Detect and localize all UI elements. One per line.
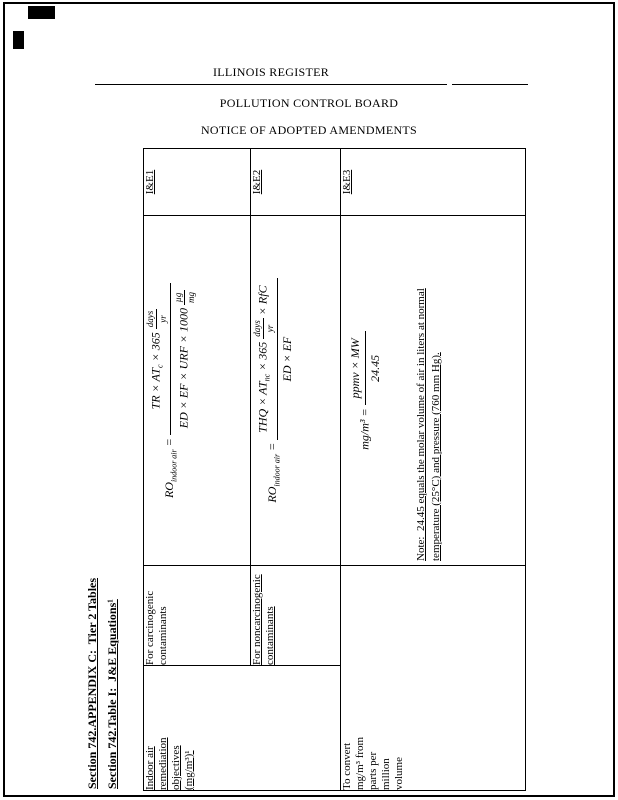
equation-2-lhs-subscript: indoor air xyxy=(272,453,282,487)
equation-3-denominator: 24.45 xyxy=(368,354,382,382)
equation-2-num-subscript: nc xyxy=(262,373,272,382)
equation-3-numerator: ppmv × MW xyxy=(347,331,366,406)
equation-3: mg/m³ = ppmv × MW 24.45 xyxy=(347,216,384,565)
cell-noncarcinogenic: For noncarcinogenic contaminants xyxy=(250,565,341,666)
table-title: Section 742.Table I: J&E Equations¹ xyxy=(105,599,119,789)
equation-2-denominator: ED × EF xyxy=(278,278,296,439)
section-titles: Section 742.APPENDIX C: Tier 2 Tables Se… xyxy=(85,578,125,789)
equation-2-num-rfc: × RfC xyxy=(255,285,270,316)
equation-1-num-subscript: c xyxy=(155,364,165,368)
equals-sign: = xyxy=(162,438,177,447)
board-title: POLLUTION CONTROL BOARD xyxy=(219,96,399,110)
equation-1-lhs: RO xyxy=(162,482,177,499)
microgram-unit: µg xyxy=(173,289,185,305)
equation-2-den-terms: ED × EF xyxy=(280,336,294,382)
cell-indoor-air-objectives: Indoor air remediation objectives (mg/m³… xyxy=(143,665,341,791)
equation-1-num-factor: × 365 xyxy=(148,332,163,362)
equals-sign: = xyxy=(265,442,280,451)
table-row: Indoor air remediation objectives (mg/m³… xyxy=(143,148,341,791)
days-unit: days xyxy=(145,308,157,330)
cell-ie3: I&E3 xyxy=(340,148,526,216)
header-rule-segment xyxy=(452,84,528,85)
ie1-label: I&E1 xyxy=(144,169,156,195)
year-unit: yr xyxy=(265,324,275,333)
cell-equation-3: mg/m³ = ppmv × MW 24.45 Note: 24.45 equa… xyxy=(340,215,526,566)
register-header-rule: ILLINOIS REGISTER xyxy=(95,64,447,85)
rotated-table-block: Section 742.APPENDIX C: Tier 2 Tables Se… xyxy=(85,145,533,795)
scan-artifact xyxy=(13,31,24,49)
convert-label: To convert mg/m³ from parts per million … xyxy=(341,736,405,790)
indoor-air-objectives-label: Indoor air remediation objectives (mg/m³… xyxy=(144,737,195,790)
ie2-label: I&E2 xyxy=(251,169,263,195)
note-line1: Note: 24.45 equals the molar volume of a… xyxy=(415,288,427,561)
notice-title: NOTICE OF ADOPTED AMENDMENTS xyxy=(200,123,418,137)
equation-2-num-terms: THQ × AT xyxy=(255,381,270,433)
equation-1-den-terms: ED × EF × URF × 1000 xyxy=(176,307,191,429)
landscape-content: Section 742.APPENDIX C: Tier 2 Tables Se… xyxy=(85,145,533,795)
table-row: To convert mg/m³ from parts per million … xyxy=(340,148,526,791)
cell-convert: To convert mg/m³ from parts per million … xyxy=(340,565,526,791)
cell-carcinogenic: For carcinogenic contaminants xyxy=(143,565,251,666)
fraction: ppmv × MW 24.45 xyxy=(347,331,384,406)
equation-2-num-factor: × 365 xyxy=(255,341,270,371)
register-title: ILLINOIS REGISTER xyxy=(212,65,330,79)
year-unit: yr xyxy=(158,315,168,323)
scan-artifact xyxy=(28,6,55,19)
days-unit: days xyxy=(252,318,264,339)
equals-sign: = xyxy=(357,408,372,417)
appendix-title: Section 742.APPENDIX C: Tier 2 Tables xyxy=(85,577,99,789)
note-line2: temperature (25°C) and pressure (760 mm … xyxy=(430,352,442,561)
milligram-unit: mg xyxy=(186,291,196,303)
ie3-label: I&E3 xyxy=(341,169,353,195)
cell-ie1: I&E1 xyxy=(143,148,251,216)
equation-1-lhs-subscript: indoor air xyxy=(169,449,179,483)
je-equations-table: Indoor air remediation objectives (mg/m³… xyxy=(143,148,526,791)
carcinogenic-label: For carcinogenic contaminants xyxy=(144,590,169,665)
noncarcinogenic-label: For noncarcinogenic contaminants xyxy=(251,574,276,665)
cell-ie2: I&E2 xyxy=(250,148,341,216)
equation-3-lhs: mg/m³ xyxy=(357,419,372,450)
molar-volume-note: Note: 24.45 equals the molar volume of a… xyxy=(414,216,444,565)
equation-1-num-terms: TR × AT xyxy=(148,367,163,410)
equation-2-lhs: RO xyxy=(265,486,280,503)
